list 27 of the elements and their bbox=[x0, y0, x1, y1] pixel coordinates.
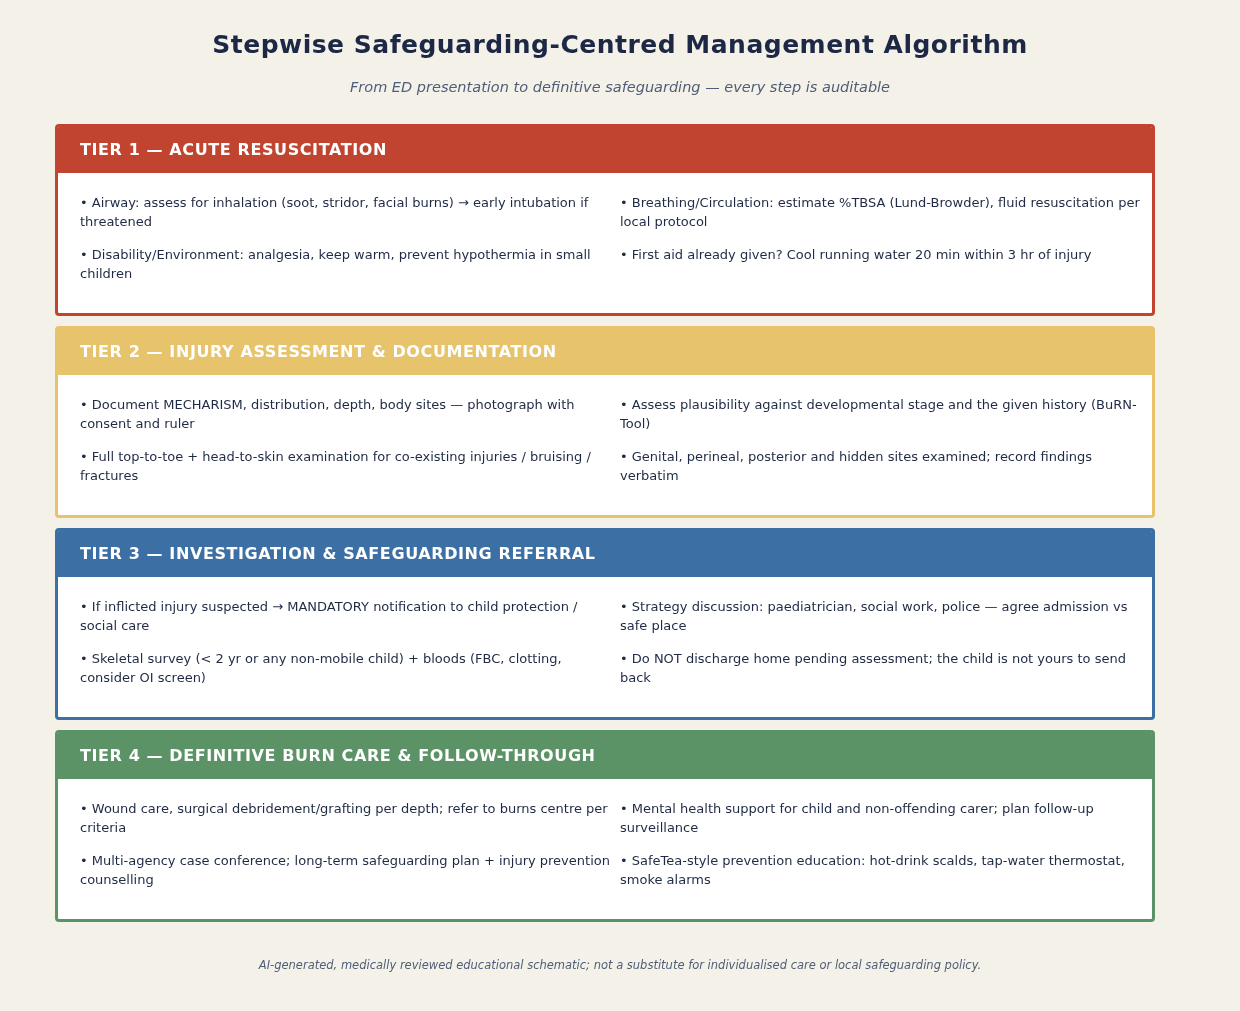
tier-heading: TIER 4 — DEFINITIVE BURN CARE & FOLLOW-THROUGH bbox=[58, 733, 1152, 779]
bullet-point: • Mental health support for child and non-offending carer; plan follow-up surveillance bbox=[620, 800, 1095, 837]
subtitle: From ED presentation to definitive safeguarding — every step is auditable bbox=[349, 79, 891, 95]
bullet-point: • Document MECHARISM, distribution, depth, body sites — photograph with consent and ruler bbox=[80, 396, 576, 433]
bullet-point: • SafeTea-style prevention education: hot-drink scalds, tap-water thermostat, smoke alarms bbox=[620, 852, 1126, 889]
bullet-point: • Strategy discussion: paediatrician, social work, police — agree admission vs safe place bbox=[620, 598, 1129, 635]
tier-panel bbox=[55, 528, 1155, 720]
tier-heading: TIER 2 — INJURY ASSESSMENT & DOCUMENTATION bbox=[58, 329, 1152, 375]
bullet-point: • Skeletal survey (< 2 yr or any non-mobile child) + bloods (FBC, clotting, consider OI screen) bbox=[80, 650, 563, 687]
bullet-point: • Airway: assess for inhalation (soot, stridor, facial burns) → early intubation if threatened bbox=[80, 194, 590, 231]
bullet-point: • First aid already given? Cool running water 20 min within 3 hr of injury bbox=[620, 246, 1092, 264]
footnote: AI-generated, medically reviewed educational schematic; not a substitute for individualised care or local safeguarding policy. bbox=[258, 958, 982, 972]
bullet-point: • If inflicted injury suspected → MANDATORY notification to child protection / social care bbox=[80, 598, 579, 635]
bullet-point: • Full top-to-toe + head-to-skin examination for co-existing injuries / bruising / fractures bbox=[80, 448, 592, 485]
bullet-point: • Do NOT discharge home pending assessment; the child is not yours to send back bbox=[620, 650, 1127, 687]
diagram-title: Stepwise Safeguarding-Centred Management Algorithm bbox=[212, 30, 1028, 59]
tier-panel bbox=[55, 730, 1155, 922]
tier-heading: TIER 3 — INVESTIGATION & SAFEGUARDING REFERRAL bbox=[58, 531, 1152, 577]
bullet-point: • Genital, perineal, posterior and hidden sites examined; record findings verbatim bbox=[620, 448, 1094, 485]
tier-panel bbox=[55, 326, 1155, 518]
tier-panel bbox=[55, 124, 1155, 316]
bullet-point: • Assess plausibility against developmental stage and the given history (BuRN-Tool) bbox=[620, 396, 1138, 433]
tier-heading: TIER 1 — ACUTE RESUSCITATION bbox=[58, 127, 1152, 173]
bullet-point: • Multi-agency case conference; long-term safeguarding plan + injury prevention counselling bbox=[80, 852, 610, 889]
bullet-point: • Breathing/Circulation: estimate %TBSA (Lund-Browder), fluid resuscitation per local protocol bbox=[620, 194, 1141, 231]
bullet-point: • Wound care, surgical debridement/grafting per depth; refer to burns centre per criteria bbox=[80, 800, 609, 837]
bullet-point: • Disability/Environment: analgesia, keep warm, prevent hypothermia in small children bbox=[80, 246, 592, 283]
